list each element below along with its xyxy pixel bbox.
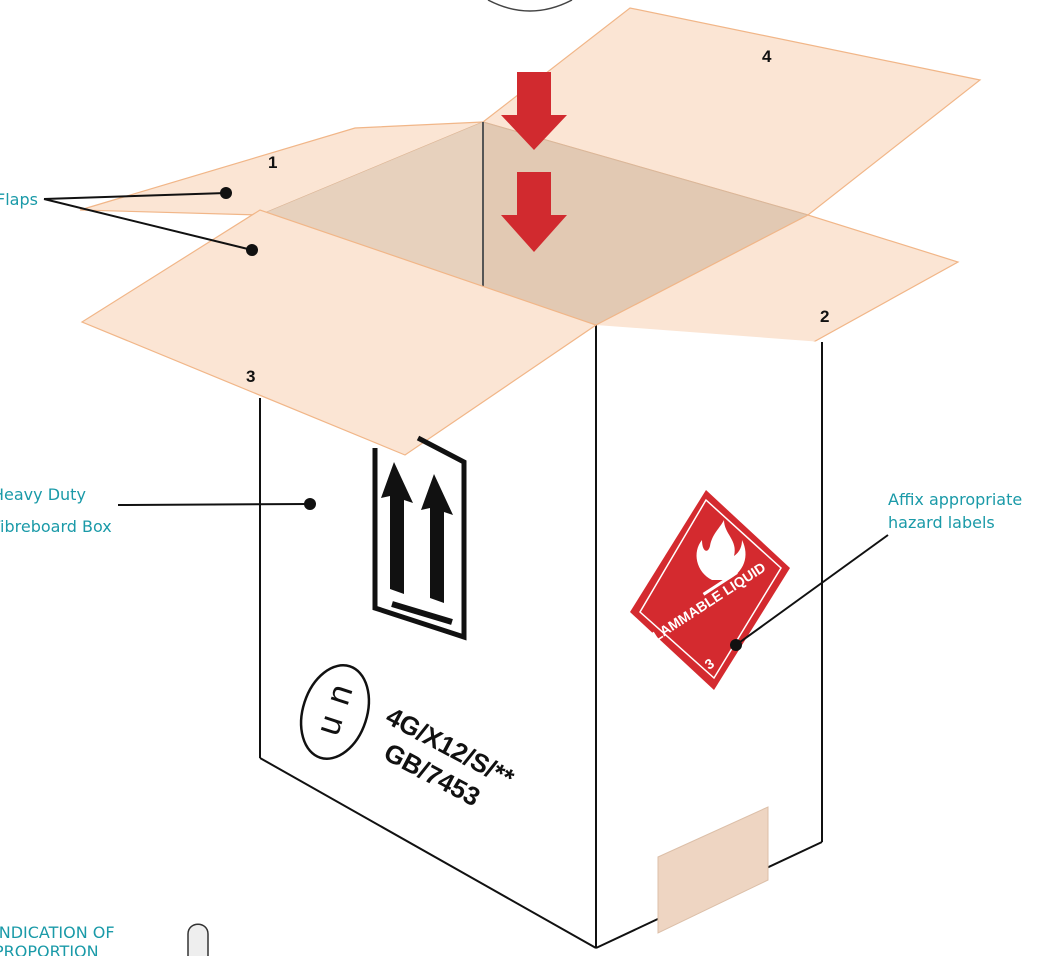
box-edge-bottom-left <box>259 757 597 949</box>
box-front-left-face <box>260 325 596 948</box>
flap-3 <box>80 209 598 456</box>
callout-box-line1: Heavy Duty <box>0 485 86 504</box>
callout-flaps-leader <box>43 187 258 256</box>
flap-number-3: 3 <box>246 367 255 386</box>
callout-flaps: Flaps <box>0 190 38 209</box>
down-arrow-icon <box>501 72 567 150</box>
callout-hazard-line2: hazard labels <box>888 513 995 532</box>
top-partial-circle <box>487 0 573 12</box>
proportion-figure-icon <box>187 923 209 956</box>
callout-indication-line2: PROPORTION <box>0 942 99 956</box>
flap-number-2: 2 <box>820 307 829 326</box>
callout-hazard-leader <box>730 534 889 651</box>
box-interior-back-wall <box>260 122 483 287</box>
callout-box-leader <box>117 498 316 510</box>
callout-box-line2: Fibreboard Box <box>0 517 112 536</box>
hazard-label: FLAMMABLE LIQUID 3 <box>630 490 790 690</box>
this-way-up-icon <box>372 435 467 641</box>
flap-number-4: 4 <box>762 47 772 66</box>
flap-number-1: 1 <box>268 153 277 172</box>
callout-indication-line1: INDICATION OF <box>0 923 115 942</box>
callout-hazard-line1: Affix appropriate <box>888 490 1022 509</box>
tape-patch <box>657 806 769 934</box>
flame-icon <box>696 520 746 596</box>
down-arrow-icon <box>501 172 567 252</box>
